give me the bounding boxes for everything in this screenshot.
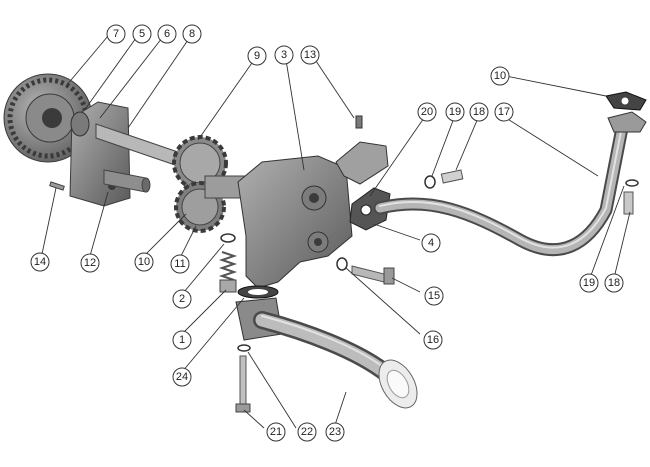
callout-label: 17 <box>498 106 510 118</box>
idler-shaft <box>103 169 151 193</box>
callout-20: 20 <box>417 102 437 122</box>
outlet-gasket <box>349 187 391 231</box>
callout-label: 16 <box>427 334 439 346</box>
callout-label: 12 <box>84 257 96 269</box>
callout-label: 18 <box>608 277 620 289</box>
callout-19-top: 19 <box>445 102 465 122</box>
callout-label: 6 <box>164 28 170 40</box>
callout-14: 14 <box>30 252 50 272</box>
callout-12: 12 <box>80 253 100 273</box>
callout-label: 15 <box>428 290 440 302</box>
callout-1: 1 <box>172 330 192 350</box>
callout-label: 8 <box>189 28 195 40</box>
delivery-pipe <box>373 111 647 257</box>
callout-label: 22 <box>301 426 313 438</box>
callout-23: 23 <box>325 422 345 442</box>
callout-label: 20 <box>421 106 433 118</box>
callout-label: 4 <box>428 237 434 249</box>
side-bolt <box>336 257 395 285</box>
callout-16: 16 <box>423 330 443 350</box>
leader-lines <box>41 35 631 429</box>
callout-18-top: 18 <box>469 102 489 122</box>
callout-label: 11 <box>174 258 185 270</box>
callout-6: 6 <box>157 24 177 44</box>
callout-24: 24 <box>172 367 192 387</box>
callout-label: 23 <box>329 426 341 438</box>
callout-19-right: 19 <box>579 273 599 293</box>
callout-3: 3 <box>274 45 294 65</box>
dowel-pin <box>49 181 65 191</box>
callout-label: 10 <box>494 70 506 82</box>
callout-label: 19 <box>449 106 461 118</box>
callout-5: 5 <box>132 24 152 44</box>
callout-10-top: 10 <box>490 66 510 86</box>
callout-17: 17 <box>494 102 514 122</box>
callout-22: 22 <box>297 422 317 442</box>
callout-2: 2 <box>172 289 192 309</box>
callout-15: 15 <box>424 286 444 306</box>
callout-7: 7 <box>106 24 126 44</box>
callout-label: 9 <box>254 50 260 62</box>
right-bolt <box>623 179 639 215</box>
upper-bolt <box>424 169 464 189</box>
callout-4: 4 <box>421 233 441 253</box>
callout-label: 21 <box>270 426 282 438</box>
callout-label: 1 <box>179 334 185 346</box>
pump-gears <box>172 135 255 233</box>
callout-label: 7 <box>113 28 119 40</box>
callout-label: 2 <box>179 293 185 305</box>
callout-label: 10 <box>138 256 150 268</box>
callout-label: 24 <box>176 371 188 383</box>
suction-pipe <box>235 297 418 409</box>
callout-label: 14 <box>34 256 46 268</box>
callout-label: 13 <box>304 49 316 61</box>
callout-10-left: 10 <box>134 252 154 272</box>
pipe-gasket <box>605 91 647 111</box>
lower-bolt <box>235 344 251 413</box>
callout-label: 5 <box>139 28 145 40</box>
pump-body <box>237 115 389 289</box>
callout-11: 11 <box>170 254 190 274</box>
suction-gasket <box>237 285 279 299</box>
callout-label: 3 <box>281 49 287 61</box>
callout-13: 13 <box>300 45 320 65</box>
callout-18-right: 18 <box>604 273 624 293</box>
callout-9: 9 <box>247 46 267 66</box>
callout-label: 18 <box>473 106 485 118</box>
callout-label: 19 <box>583 277 595 289</box>
callout-8: 8 <box>182 24 202 44</box>
callout-21: 21 <box>266 422 286 442</box>
relief-valve <box>218 233 238 293</box>
